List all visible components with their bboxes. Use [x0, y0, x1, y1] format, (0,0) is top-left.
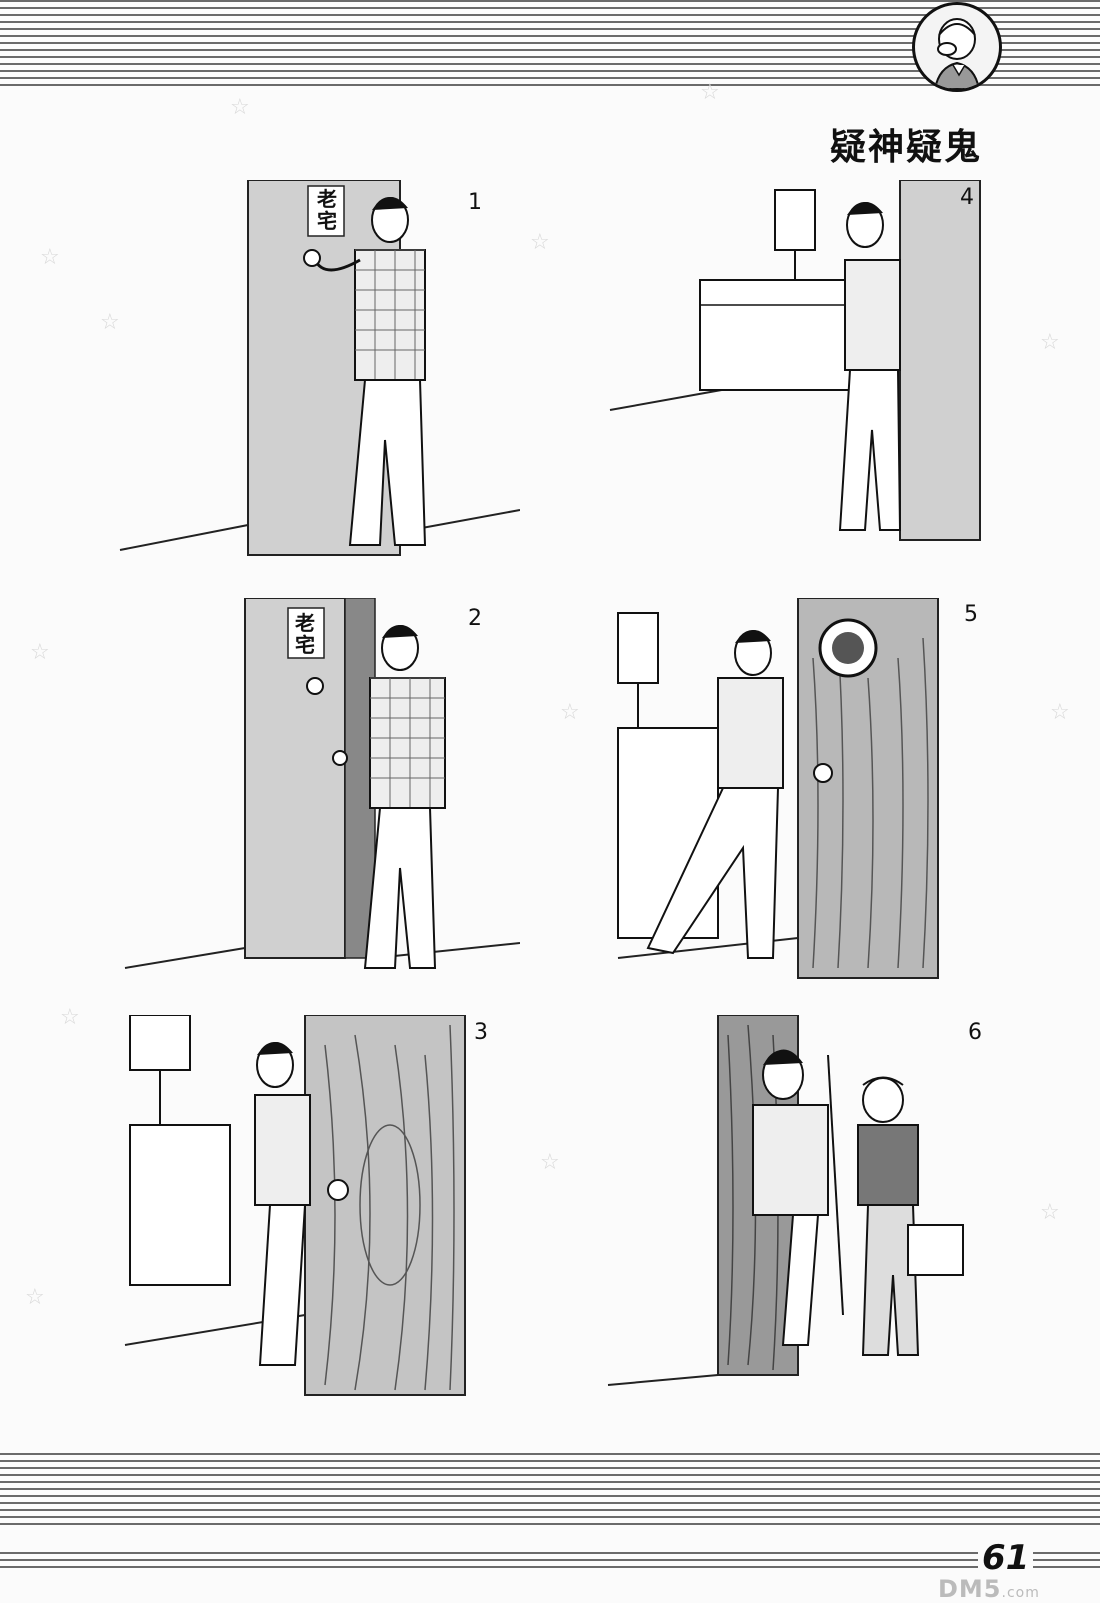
comic-panel-4	[580, 180, 1000, 570]
panel-1-sign: 老宅	[317, 187, 337, 233]
comic-panel-6	[588, 1015, 1008, 1405]
star-icon: ☆	[560, 700, 580, 725]
panel-number-1: 1	[468, 190, 482, 215]
star-icon: ☆	[30, 640, 50, 665]
star-icon: ☆	[1050, 700, 1070, 725]
star-icon: ☆	[530, 230, 550, 255]
star-icon: ☆	[230, 95, 250, 120]
comic-panel-3	[120, 1015, 540, 1405]
panel-number-2: 2	[468, 606, 482, 631]
page-number: 61	[978, 1538, 1034, 1578]
comic-panel-1	[100, 180, 520, 570]
watermark: DM5.com	[938, 1575, 1040, 1603]
star-icon: ☆	[1040, 330, 1060, 355]
comic-panel-2	[100, 598, 520, 988]
star-icon: ☆	[25, 1285, 45, 1310]
panel-number-6: 6	[968, 1020, 982, 1045]
panel-number-4: 4	[960, 185, 974, 210]
comic-panel-5	[608, 598, 1028, 988]
star-icon: ☆	[540, 1150, 560, 1175]
watermark-suffix: .com	[1001, 1585, 1040, 1601]
page-title: 疑神疑鬼	[829, 127, 982, 168]
watermark-main: DM5	[938, 1575, 1002, 1603]
star-icon: ☆	[700, 80, 720, 105]
star-icon: ☆	[40, 245, 60, 270]
bottom-stripe-band	[0, 1453, 1100, 1528]
foot-stripe-band	[0, 1552, 1100, 1570]
author-avatar	[912, 2, 1002, 92]
panel-number-5: 5	[964, 602, 978, 627]
star-icon: ☆	[1040, 1200, 1060, 1225]
panel-number-3: 3	[474, 1020, 488, 1045]
panel-2-sign: 老宅	[295, 611, 315, 657]
star-icon: ☆	[100, 310, 120, 335]
star-icon: ☆	[60, 1005, 80, 1030]
